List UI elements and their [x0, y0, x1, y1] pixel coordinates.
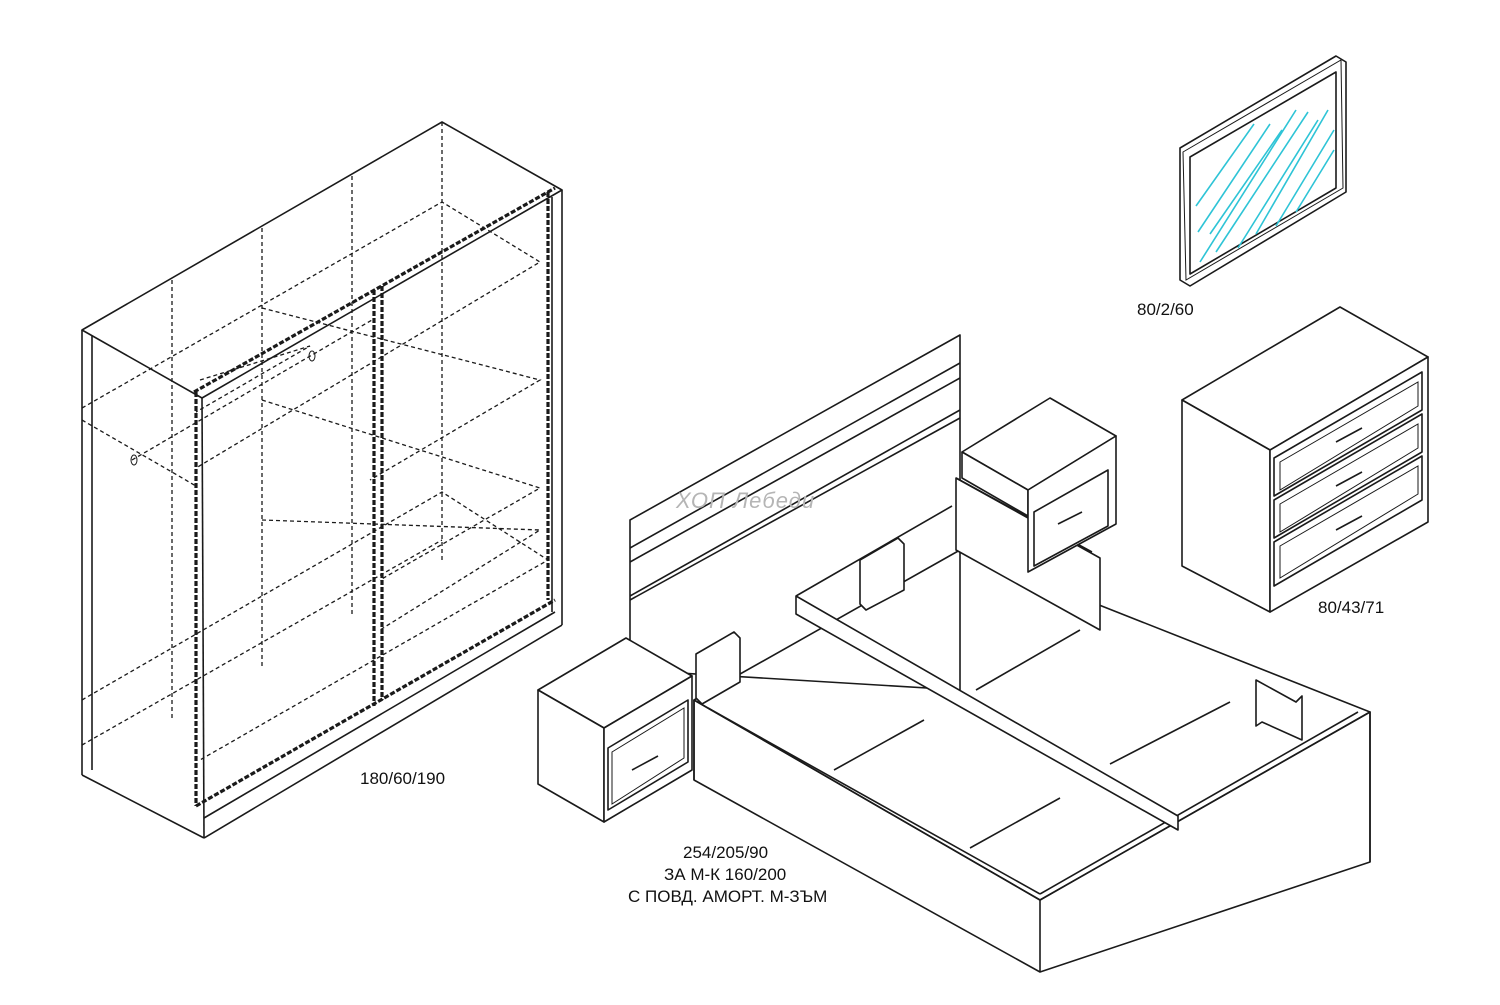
bed-icon — [629, 334, 1371, 973]
wardrobe-icon — [81, 121, 563, 839]
watermark: ХОП Лебеди — [676, 488, 816, 513]
mirror-icon — [1179, 55, 1347, 287]
bed-mechanism-note: С ПОВД. АМОРТ. М-ЗЪМ — [628, 887, 828, 906]
mirror-glass-reflection — [1195, 109, 1335, 263]
bed-mattress-note: ЗА М-К 160/200 — [664, 865, 787, 884]
wardrobe-dimensions: 180/60/190 — [360, 769, 446, 788]
chest-of-drawers-icon — [1181, 306, 1429, 613]
nightstand-icon — [961, 397, 1117, 573]
nightstand-icon — [537, 637, 693, 823]
chest-dimensions: 80/43/71 — [1318, 598, 1385, 617]
mirror-dimensions: 80/2/60 — [1137, 300, 1194, 319]
bed-dimensions: 254/205/90 — [683, 843, 769, 862]
